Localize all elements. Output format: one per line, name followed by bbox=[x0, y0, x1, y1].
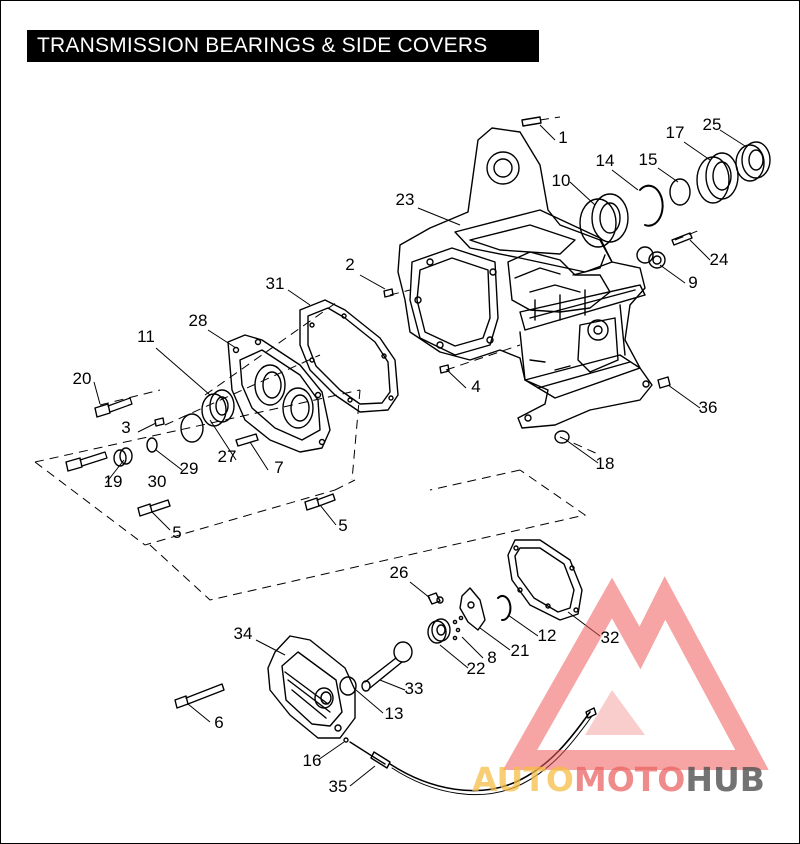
callout-11: 11 bbox=[137, 327, 155, 346]
callout-35: 35 bbox=[329, 777, 348, 796]
diagram-title: TRANSMISSION BEARINGS & SIDE COVERS bbox=[27, 30, 539, 62]
callout-26: 26 bbox=[390, 563, 409, 582]
callout-36: 36 bbox=[699, 398, 718, 417]
callout-8: 8 bbox=[487, 648, 496, 667]
callout-24: 24 bbox=[710, 250, 729, 269]
transmission-case bbox=[397, 127, 653, 429]
callout-4: 4 bbox=[471, 377, 480, 396]
callout-34: 34 bbox=[234, 624, 253, 643]
watermark-text: AUTOMOTOHUB bbox=[472, 760, 765, 799]
callout-22: 22 bbox=[467, 659, 486, 678]
callout-18: 18 bbox=[596, 454, 615, 473]
callout-31: 31 bbox=[266, 274, 285, 293]
callout-27: 27 bbox=[218, 447, 237, 466]
watermark-logo bbox=[502, 576, 769, 770]
callout-32: 32 bbox=[601, 628, 620, 647]
callout-5: 5 bbox=[172, 523, 181, 542]
watermark-part-moto: MOTO bbox=[573, 760, 686, 799]
callout-21: 21 bbox=[511, 641, 530, 660]
callout-12: 12 bbox=[538, 626, 557, 645]
callout-7: 7 bbox=[274, 458, 283, 477]
callout-9: 9 bbox=[688, 273, 697, 292]
callout-29: 29 bbox=[180, 459, 199, 478]
watermark-part-hub: HUB bbox=[685, 760, 765, 799]
callout-33: 33 bbox=[405, 679, 424, 698]
callout-20: 20 bbox=[73, 369, 92, 388]
watermark-part-auto: AUTO bbox=[472, 760, 574, 799]
callout-14: 14 bbox=[596, 151, 615, 170]
callout-30: 30 bbox=[148, 472, 167, 491]
callout-28: 28 bbox=[189, 311, 208, 330]
callout-2: 2 bbox=[345, 255, 354, 274]
callout-3: 3 bbox=[121, 418, 130, 437]
callout-5: 5 bbox=[338, 516, 347, 535]
watermark-logo-fill bbox=[585, 690, 645, 735]
callout-23: 23 bbox=[396, 190, 415, 209]
callout-25: 25 bbox=[703, 115, 722, 134]
callout-6: 6 bbox=[214, 713, 223, 732]
callout-10: 10 bbox=[552, 171, 571, 190]
callout-1: 1 bbox=[558, 128, 567, 147]
callout-15: 15 bbox=[639, 150, 658, 169]
callout-19: 19 bbox=[104, 472, 123, 491]
callout-16: 16 bbox=[303, 751, 322, 770]
callout-13: 13 bbox=[385, 704, 404, 723]
callout-17: 17 bbox=[666, 123, 685, 142]
